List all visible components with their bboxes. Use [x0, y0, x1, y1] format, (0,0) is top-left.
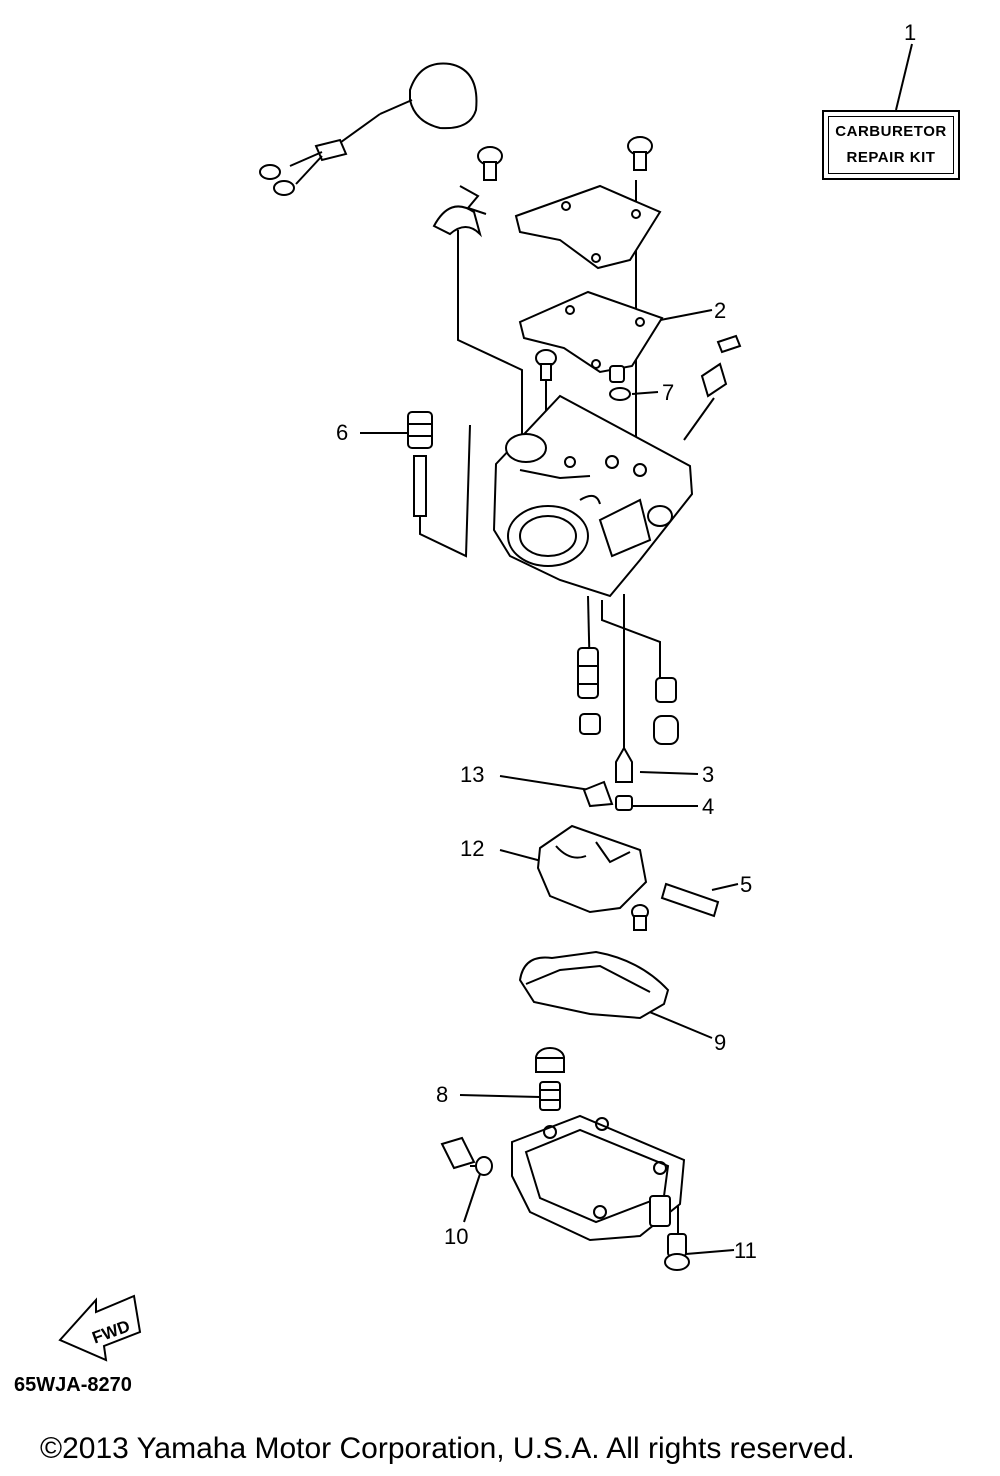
pilot-screw-parts — [609, 334, 742, 401]
drain-screw — [440, 1136, 493, 1176]
carburetor-body — [492, 394, 694, 598]
callout-1: 1 — [904, 20, 917, 45]
sleeve-part — [407, 411, 433, 517]
fwd-arrow: FWD — [58, 1294, 142, 1362]
float-bowl-gasket — [518, 950, 670, 1020]
callout-13: 13 — [460, 762, 485, 787]
clip — [432, 205, 482, 238]
document-code: 65WJA-8270 — [14, 1374, 132, 1396]
callout-12: 12 — [460, 836, 485, 861]
callout-6: 6 — [336, 420, 349, 445]
top-screws — [477, 136, 653, 381]
copyright-notice: ©2013 Yamaha Motor Corporation, U.S.A. A… — [40, 1432, 855, 1465]
cover-gaskets — [514, 184, 664, 374]
spring-parts — [535, 1047, 565, 1111]
wire-connector — [259, 62, 478, 196]
jets — [577, 647, 679, 745]
callout-3: 3 — [702, 762, 715, 787]
bowl-screw — [664, 1233, 690, 1271]
callout-5: 5 — [740, 872, 753, 897]
carburetor-repair-kit-box: CARBURETOR REPAIR KIT — [822, 110, 960, 180]
callout-8: 8 — [436, 1082, 449, 1107]
needle-valve-parts — [582, 745, 633, 811]
callout-9: 9 — [714, 1030, 727, 1055]
kit-box-line-2: REPAIR KIT — [846, 149, 936, 166]
callout-2: 2 — [714, 298, 727, 323]
float-assembly — [536, 824, 720, 931]
kit-box-line-1: CARBURETOR — [835, 123, 947, 140]
callout-7: 7 — [662, 380, 675, 405]
leader-lines — [360, 43, 913, 1255]
callout-11: 11 — [734, 1238, 757, 1263]
float-bowl — [511, 1114, 686, 1242]
callout-4: 4 — [702, 794, 715, 819]
callout-10: 10 — [444, 1224, 469, 1249]
